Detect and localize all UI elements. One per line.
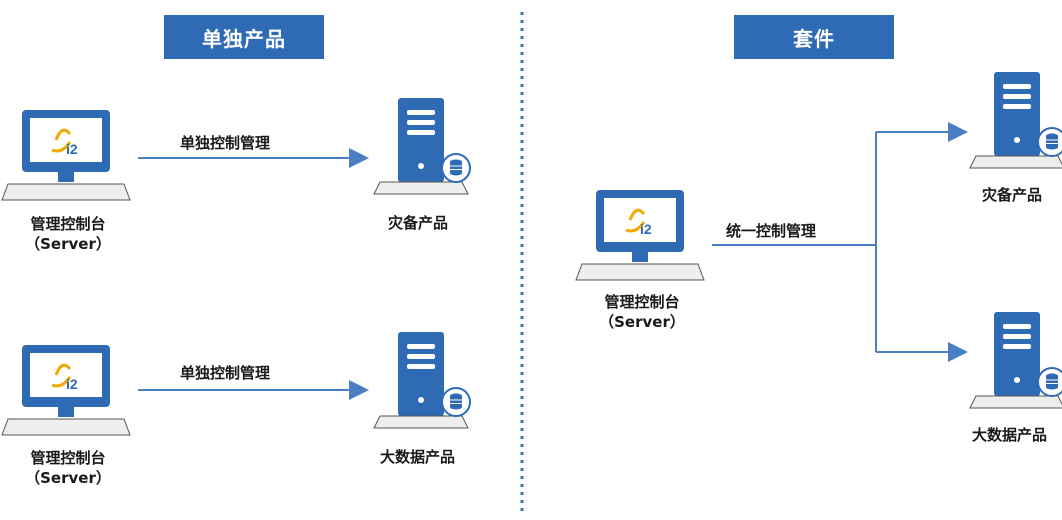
section-title-suite: 套件 bbox=[734, 15, 894, 59]
product-label: 大数据产品 bbox=[380, 448, 456, 466]
product-label: 灾备产品 bbox=[982, 186, 1043, 204]
console-subtitle: （Server） bbox=[599, 313, 685, 331]
product-label: 灾备产品 bbox=[388, 214, 449, 232]
i2-logo-icon: i2 bbox=[625, 208, 652, 237]
console-caption: 管理控制台 （Server） bbox=[25, 214, 111, 254]
console-subtitle: （Server） bbox=[25, 235, 111, 253]
link-label: 单独控制管理 bbox=[180, 364, 271, 382]
section-title-standalone: 单独产品 bbox=[164, 15, 324, 59]
console-title: 管理控制台 bbox=[30, 215, 106, 233]
product-label: 大数据产品 bbox=[972, 426, 1048, 444]
server-icon bbox=[969, 71, 1062, 169]
console-caption: 管理控制台 （Server） bbox=[25, 448, 111, 488]
console-caption: 管理控制台 （Server） bbox=[599, 292, 685, 332]
logo-text-2: i2 bbox=[66, 376, 78, 392]
console-title: 管理控制台 bbox=[30, 449, 106, 467]
console-title: 管理控制台 bbox=[604, 293, 680, 311]
logo-text-3: i2 bbox=[640, 221, 652, 237]
server-icon bbox=[373, 97, 471, 195]
link-label: 单独控制管理 bbox=[180, 134, 271, 152]
server-icon bbox=[373, 331, 471, 429]
link-label: 统一控制管理 bbox=[726, 222, 817, 240]
server-icon bbox=[969, 311, 1062, 409]
logo-text-1: i2 bbox=[66, 141, 78, 157]
i2-logo-icon: i2 bbox=[51, 363, 78, 392]
pc-icon: i2 bbox=[575, 189, 705, 281]
i2-logo-icon: i2 bbox=[51, 128, 78, 157]
console-subtitle: （Server） bbox=[25, 469, 111, 487]
pc-icon: i2 bbox=[1, 109, 131, 201]
pc-icon: i2 bbox=[1, 344, 131, 436]
